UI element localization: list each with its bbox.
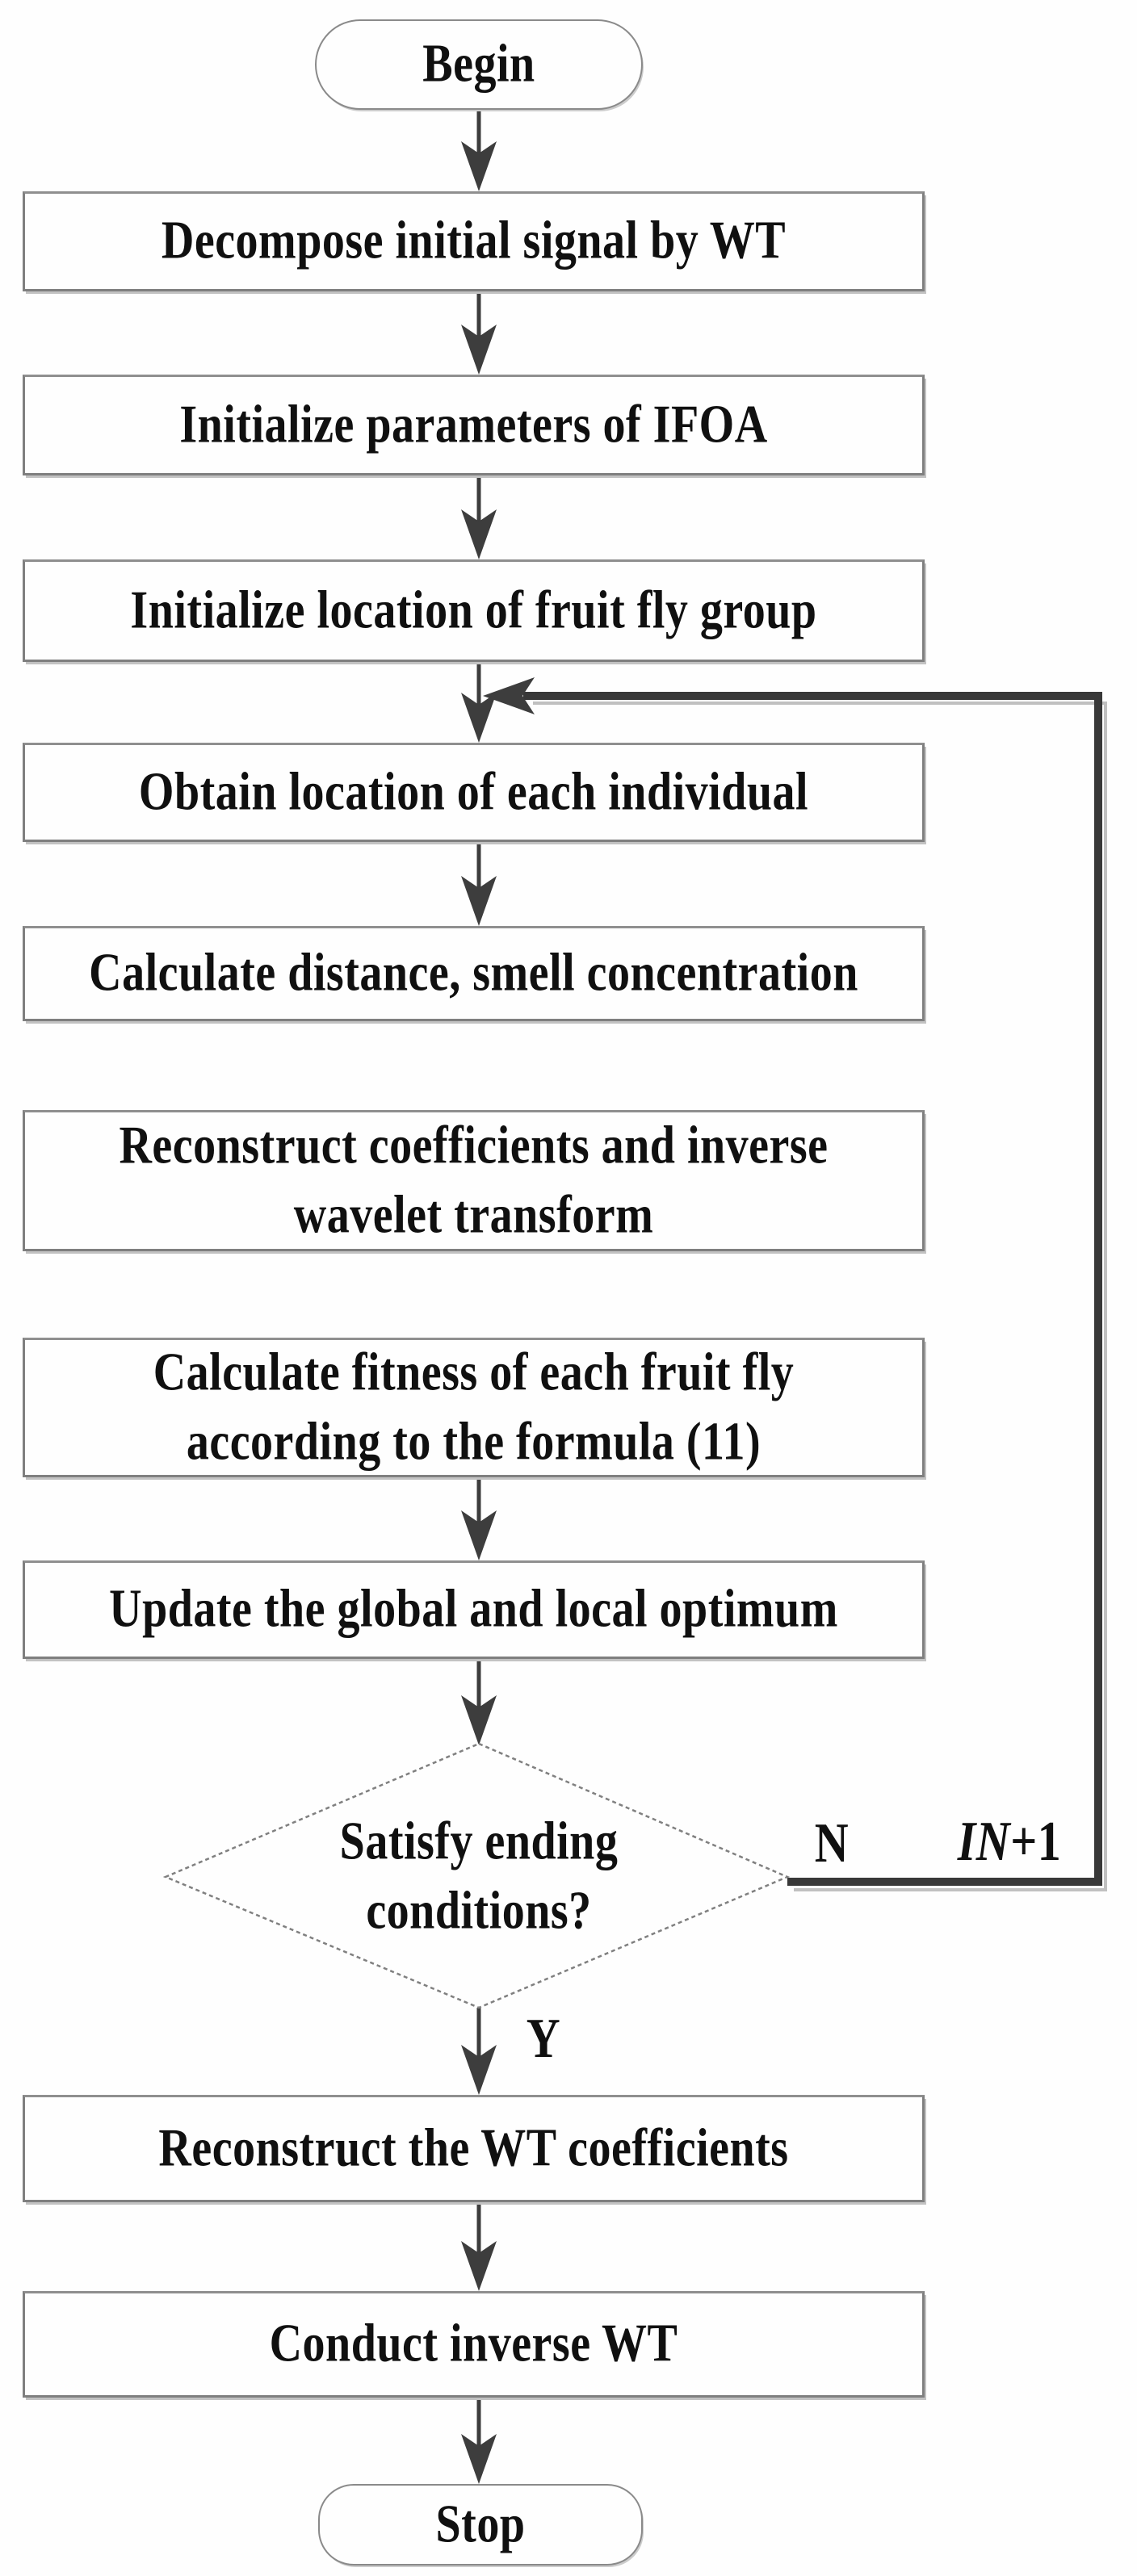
process-decompose-initial-signal: Decompose initial signal by WT (23, 191, 925, 291)
in-italic: IN (957, 1809, 1011, 1873)
edge-label-text: Y (526, 2006, 561, 2070)
node-label: Calculate distance, smell concentration (89, 942, 858, 1003)
process-conduct-inverse-wt: Conduct inverse WT (23, 2291, 925, 2398)
process-calculate-distance-smell: Calculate distance, smell concentration (23, 926, 925, 1021)
plus-one: +1 (1010, 1809, 1062, 1873)
node-label: Begin (422, 33, 535, 94)
edge-label-no: N (787, 1807, 876, 1879)
node-label: Decompose initial signal by WT (161, 210, 787, 271)
process-reconstruct-wt-coefficients: Reconstruct the WT coefficients (23, 2095, 925, 2202)
process-initialize-fruit-fly-location: Initialize location of fruit fly group (23, 559, 925, 662)
node-label: Stop (435, 2494, 526, 2554)
edge-label-yes: Y (507, 2002, 580, 2075)
terminator-stop: Stop (318, 2484, 643, 2566)
node-label: Calculate fitness of each fruit fly acco… (153, 1342, 795, 1472)
terminator-begin: Begin (315, 19, 643, 110)
node-label: Update the global and local optimum (109, 1578, 838, 1640)
decision-ending-conditions: Satisfy ending conditions? (277, 1806, 681, 1947)
process-calculate-fitness-formula-11: Calculate fitness of each fruit fly acco… (23, 1338, 925, 1477)
edge-label-text: IN+1 (958, 1806, 1062, 1878)
node-label: Initialize location of fruit fly group (130, 580, 817, 640)
process-initialize-parameters-ifoa: Initialize parameters of IFOA (23, 375, 925, 475)
node-label: Reconstruct the WT coefficients (158, 2117, 789, 2178)
node-label: Initialize parameters of IFOA (179, 394, 768, 454)
loop-edge-shadow (533, 702, 1107, 1891)
edge-label-text: N (814, 1811, 850, 1874)
decision-diamond-shape (162, 1742, 791, 2009)
loop-edge (523, 692, 1102, 1886)
node-label: Conduct inverse WT (269, 2313, 678, 2374)
edge-label-in-plus-1: IN+1 (929, 1803, 1090, 1880)
node-label: Reconstruct coefficients and inverse wav… (119, 1115, 829, 1245)
process-update-global-local-optimum: Update the global and local optimum (23, 1560, 925, 1659)
process-reconstruct-coefficients-inverse-wt: Reconstruct coefficients and inverse wav… (23, 1110, 925, 1251)
flow-arrows (461, 110, 497, 2484)
node-label: Obtain location of each individual (138, 761, 809, 822)
process-obtain-individual-location: Obtain location of each individual (23, 743, 925, 842)
loop-arrowhead-icon (483, 677, 535, 714)
node-label: Satisfy ending conditions? (339, 1811, 619, 1941)
